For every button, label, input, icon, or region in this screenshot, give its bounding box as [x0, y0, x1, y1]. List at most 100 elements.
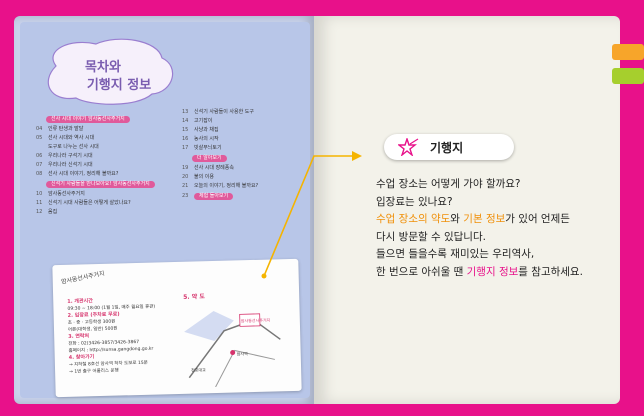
toc-section-label: 더 알아보기	[192, 155, 227, 162]
info-line: → 1번 출구 어울리스 운행	[69, 368, 119, 375]
plain-text: 들으면 들을수록 재미있는 우리역사,	[376, 248, 535, 260]
map-site-label: 암사동선사주거지	[241, 317, 271, 324]
toc-item: 12 움집	[36, 208, 186, 217]
toc-page-number: 05	[36, 135, 43, 141]
toc-item-label: 선사 시대와 역사 시대	[48, 135, 95, 141]
plain-text: 입장료는 있나요?	[376, 195, 453, 208]
page-tabs	[612, 44, 644, 92]
road-side	[215, 349, 275, 388]
toc-item: 07 우리나라 신석기 시대	[36, 161, 186, 170]
toc-page-number: 10	[36, 191, 43, 197]
toc-item-label: 우리나라 신석기 시대	[48, 162, 93, 168]
pointer-arrow	[261, 151, 362, 279]
toc-section: 선사 시대 이야기 암사동선사주거지	[36, 114, 186, 125]
toc-item-label: 신석기 사람들이 사용한 도구	[194, 109, 254, 115]
toc-item: 14 고기잡이	[182, 117, 310, 126]
toc-item-label: 선사 시대 장례풍속	[194, 165, 234, 171]
plain-text: 와	[450, 213, 464, 225]
toc-section-label: 선사 시대 이야기 암사동선사주거지	[46, 116, 130, 123]
text-line: 다시 방문할 수 있답니다.	[376, 229, 583, 247]
toc-page-number: 08	[36, 171, 43, 177]
tab-orange[interactable]	[612, 44, 644, 60]
toc-item: 17 빗살무늬토기	[182, 144, 310, 153]
star-pin-icon	[398, 138, 419, 156]
toc-page-number: 13	[182, 109, 189, 115]
page-title-line2: 기행지 정보	[86, 78, 152, 93]
toc-page-number: 16	[182, 136, 189, 142]
title-cloud	[47, 38, 174, 105]
toc-item-label: 우리나라 구석기 시대	[48, 153, 93, 159]
toc-item-label: 고기잡이	[194, 118, 213, 124]
plain-text: 를 참고하세요.	[518, 265, 583, 278]
right-heading: 기행지	[430, 141, 464, 155]
tab-green[interactable]	[612, 68, 644, 84]
toc-item: 04 인류 탄생과 발달	[36, 125, 186, 134]
map-bridge-label: 천호대교	[191, 366, 206, 372]
toc-item: 05 선사 시대와 역사 시대	[36, 134, 186, 143]
text-line: 입장료는 있나요?	[376, 194, 583, 212]
title-block: 목차와 기행지 정보	[40, 38, 178, 110]
toc-page-number: 11	[36, 200, 43, 206]
toc-item: 11 신석기 시대 사람들은 어떻게 살았나요?	[36, 199, 186, 208]
toc-item: 13 신석기 사람들이 사용한 도구	[182, 108, 310, 117]
toc-page-number: 23	[182, 193, 189, 199]
toc-page-number: 17	[182, 145, 189, 151]
plain-text: 한 번으로 아쉬울 땐	[376, 265, 467, 278]
river-area	[184, 311, 234, 342]
map-heading: 5. 약 도	[183, 293, 205, 301]
toc-item-label: 인류 탄생과 발달	[48, 126, 84, 132]
toc-item-label: 빗살무늬토기	[194, 145, 222, 151]
plain-text: 다시 방문할 수 있답니다.	[376, 230, 486, 243]
toc-item: 10 암사동선사주거지	[36, 190, 186, 199]
site-marker	[239, 313, 261, 327]
toc-section-label: 체험 돌아보기	[194, 193, 234, 200]
toc-item-label: 오늘의 이야기, 정리해 볼까요?	[194, 183, 259, 189]
toc-item: 19 선사 시대 장례풍속	[182, 164, 310, 173]
toc-page-number: 21	[182, 183, 189, 189]
toc-page-number: 19	[182, 165, 189, 171]
toc-page-number: 12	[36, 209, 43, 215]
heading-badge: 기행지	[384, 134, 514, 160]
page-title-line1: 목차와	[85, 60, 121, 75]
toc-item: 도구로 나누는 선사 시대	[36, 143, 186, 152]
plain-text: 가 있어 언제든	[505, 213, 570, 225]
toc-section: 23 체험 돌아보기	[182, 191, 310, 202]
text-line: 들으면 들을수록 재미있는 우리역사,	[376, 246, 583, 264]
map-station-label: 암사역	[237, 350, 249, 356]
highlight-text: 기행지 정보	[466, 265, 519, 278]
toc-item-label: 신석기 시대 사람들은 어떻게 살았나요?	[48, 200, 131, 206]
plain-text: 수업 장소는 어떻게 가야 할까요?	[376, 178, 521, 190]
toc-item: 21 오늘의 이야기, 정리해 볼까요?	[182, 182, 310, 191]
toc-item-label: 선사 시대 이야기, 정리해 볼까요?	[48, 171, 119, 177]
description-text: 수업 장소는 어떻게 가야 할까요? 입장료는 있나요? 수업 장소의 약도와 기본…	[376, 176, 583, 281]
toc-page-number: 15	[182, 127, 189, 133]
highlight-text: 수업 장소의 약도	[376, 213, 451, 225]
toc-item-label: 도구로 나누는 선사 시대	[48, 144, 99, 150]
text-line: 수업 장소의 약도와 기본 정보가 있어 언제든	[376, 211, 583, 229]
toc-section: 더 알아보기	[182, 153, 310, 164]
toc-page-number: 14	[182, 118, 189, 124]
toc-item: 06 우리나라 구석기 시대	[36, 152, 186, 161]
toc-item-label: 암사동선사주거지	[48, 191, 85, 197]
road-main	[188, 319, 281, 379]
toc-item: 08 선사 시대 이야기, 정리해 볼까요?	[36, 170, 186, 179]
text-line: 수업 장소는 어떻게 가야 할까요?	[376, 176, 583, 194]
text-line: 한 번으로 아쉬울 땐 기행지 정보를 참고하세요.	[376, 264, 583, 282]
toc-page-number: 06	[36, 153, 43, 159]
toc-page-number: 04	[36, 126, 43, 132]
toc-item-label: 움집	[48, 209, 58, 215]
toc-page-number: 20	[182, 174, 189, 180]
site-map: 암사동선사주거지 암사역 천호대교	[184, 311, 281, 388]
highlight-text: 기본 정보	[463, 213, 506, 225]
toc-page-number: 07	[36, 162, 43, 168]
station-marker	[230, 350, 236, 356]
